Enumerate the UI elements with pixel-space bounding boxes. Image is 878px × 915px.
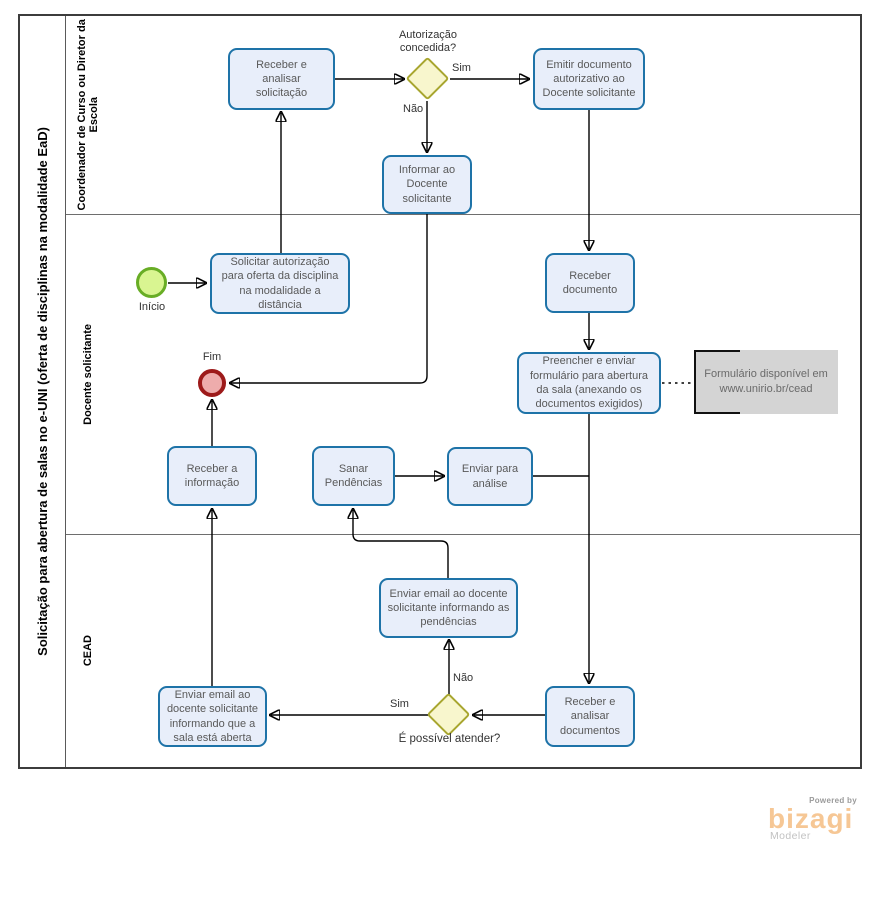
task-email-pendencias[interactable]: Enviar email ao docente solicitante info… [379, 578, 518, 638]
annotation-formulario[interactable]: Formulário disponível em www.unirio.br/c… [694, 350, 838, 414]
bizagi-branding: Powered by bizagi Modeler [762, 796, 860, 842]
task-label: Sanar Pendências [324, 462, 383, 489]
task-label: Enviar email ao docente solicitante info… [166, 688, 259, 744]
powered-by-label: Powered by [809, 796, 857, 805]
task-label: Receber documento [562, 269, 618, 296]
task-preencher-formulario[interactable]: Preencher e enviar formulário para abert… [517, 352, 661, 414]
task-label: Informar ao Docente solicitante [398, 164, 456, 205]
modeler-label: Modeler [770, 830, 811, 842]
task-receber-documento[interactable]: Receber documento [545, 253, 635, 313]
task-sanar-pendencias[interactable]: Sanar Pendências [312, 446, 395, 506]
task-receber-informacao[interactable]: Receber a informação [167, 446, 257, 506]
lane-docente-label: Docente solicitante [82, 324, 94, 425]
lanes: Coordenador de Curso ou Diretor da Escol… [66, 16, 860, 767]
pool-title-band: Solicitação para abertura de salas no e-… [20, 16, 66, 767]
fim-label: Fim [202, 351, 222, 363]
gateway2-question-label: É possível atender? [398, 733, 501, 745]
lane-docente: Docente solicitante [66, 215, 860, 535]
sim-label-bottom: Sim [390, 698, 409, 710]
task-label: Enviar para análise [461, 463, 519, 490]
lane-coordenador: Coordenador de Curso ou Diretor da Escol… [66, 16, 860, 216]
task-enviar-para-analise[interactable]: Enviar para análise [447, 447, 533, 506]
task-email-sala-aberta[interactable]: Enviar email ao docente solicitante info… [158, 686, 267, 747]
nao-label-bottom: Não [453, 672, 474, 684]
nao-label-top: Não [403, 103, 424, 115]
end-event[interactable] [198, 369, 226, 397]
task-label: Emitir documento autorizativo ao Docente… [542, 58, 636, 100]
start-event[interactable] [136, 267, 167, 298]
bizagi-logo: bizagi [768, 803, 854, 834]
pool: Solicitação para abertura de salas no e-… [18, 14, 862, 769]
task-label: Receber a informação [184, 462, 240, 489]
task-label: Enviar email ao docente solicitante info… [387, 587, 510, 629]
task-receber-analisar-solicitacao[interactable]: Receber e analisar solicitação [228, 48, 335, 110]
task-label: Solicitar autorização para oferta da dis… [221, 255, 339, 311]
task-solicitar-autorizacao[interactable]: Solicitar autorização para oferta da dis… [210, 253, 350, 314]
gateway1-question-label: Autorização concedida? [398, 29, 458, 55]
task-label: Receber e analisar documentos [560, 696, 620, 737]
task-label: Preencher e enviar formulário para abert… [529, 355, 648, 411]
pool-title: Solicitação para abertura de salas no e-… [35, 127, 50, 656]
lane-cead-label: CEAD [82, 635, 94, 667]
inicio-label: Início [138, 301, 166, 313]
task-receber-analisar-documentos[interactable]: Receber e analisar documentos [545, 686, 635, 747]
annotation-text: Formulário disponível em www.unirio.br/c… [704, 368, 828, 395]
task-emitir-documento[interactable]: Emitir documento autorizativo ao Docente… [533, 48, 645, 110]
task-informar-docente[interactable]: Informar ao Docente solicitante [382, 155, 472, 214]
lane-coordenador-label: Coordenador de Curso ou Diretor da Escol… [76, 19, 100, 211]
sim-label-top: Sim [452, 62, 471, 74]
task-label: Receber e analisar solicitação [255, 58, 308, 100]
